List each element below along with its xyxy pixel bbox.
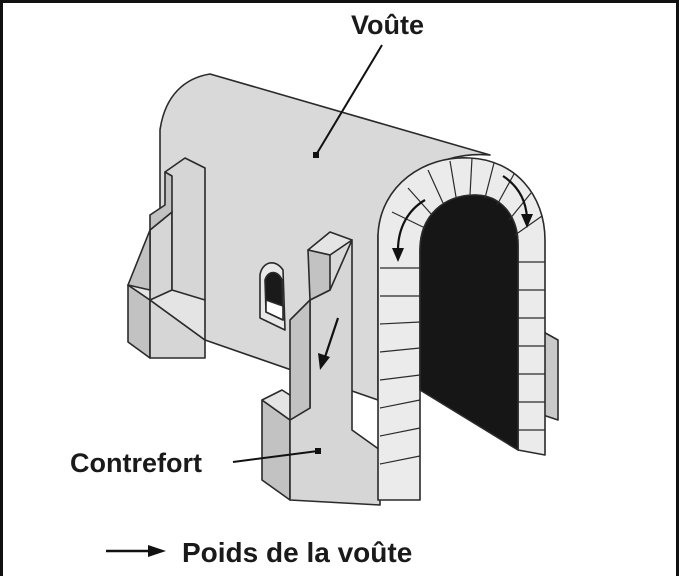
vault-leader-dot [313,152,319,158]
arrow-arch-right [502,175,529,219]
buttress-leader-dot [315,448,321,454]
arch-face [377,157,546,501]
front-buttress [261,231,381,506]
arch-opening [419,194,519,451]
buttress-leader [232,450,319,463]
leader-lines [232,44,383,463]
arrow-arch-left [396,199,426,251]
buttress-label: Contrefort [70,448,202,478]
arrow-buttress [323,317,340,358]
side-window [259,262,286,331]
left-buttress [127,157,206,359]
weight-arrows [323,175,529,358]
vault-label: Voûte [351,10,424,40]
legend: Poids de la voûte [106,537,412,568]
legend-label: Poids de la voûte [182,537,412,568]
vault-leader [315,44,383,156]
arrow-heads [318,214,533,370]
legend-arrow-icon [148,545,166,557]
